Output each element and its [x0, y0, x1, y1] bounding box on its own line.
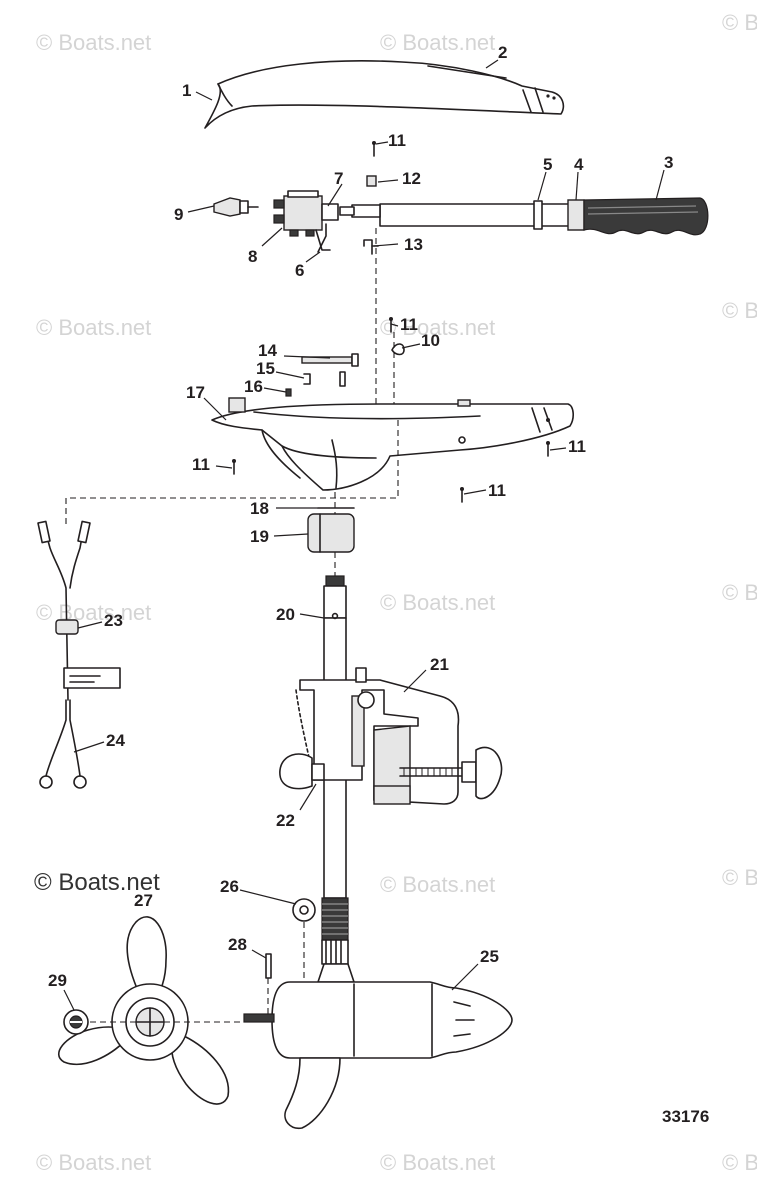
watermark: © Boats.net: [36, 30, 151, 55]
callout-21: 21: [430, 655, 449, 674]
callout-20: 20: [276, 605, 295, 624]
callout-23: 23: [104, 611, 123, 630]
callout-28: 28: [228, 935, 247, 954]
watermark: © Boats.net: [36, 315, 151, 340]
callout-11: 11: [488, 481, 506, 500]
tiller-handle: [339, 197, 709, 236]
callout-26: 26: [220, 877, 239, 896]
callout-17: 17: [186, 383, 205, 402]
callout-25: 25: [480, 947, 499, 966]
callout-labels: 1 2 3 4 5 6 7 8 9 10 11 11 11 11 11 13 1…: [48, 43, 709, 1126]
watermark: © Boats.net: [380, 590, 495, 615]
callout-11: 11: [192, 455, 210, 474]
callout-11: 11: [568, 437, 586, 456]
callout-11: 11: [400, 315, 418, 334]
watermark: © Boats.net: [36, 1150, 151, 1175]
callout-11: 11: [388, 131, 406, 150]
propeller: [57, 916, 230, 1105]
clamp-bracket: [295, 667, 460, 805]
watermark-layer: © Boats.net © Boats.net © Boats © Boats.…: [34, 10, 757, 1175]
watermark: © Boats: [722, 298, 757, 323]
watermark: © Boats.net: [36, 600, 151, 625]
callout-18: 18: [250, 499, 269, 518]
callout-14: 14: [258, 341, 277, 360]
top-cover: [204, 60, 565, 129]
drive-pin: [265, 953, 272, 979]
watermark: © Boats: [722, 1150, 757, 1175]
callout-8: 8: [248, 247, 257, 266]
callout-1: 1: [182, 81, 191, 100]
callout-3: 3: [664, 153, 673, 172]
callout-13-area: 13: [404, 235, 423, 254]
watermark: © Boats: [722, 580, 757, 605]
callout-19: 19: [250, 527, 269, 546]
lower-housing: [211, 397, 574, 491]
callout-22: 22: [276, 811, 295, 830]
wire-plug: [213, 197, 259, 217]
propeller-nut: [63, 1009, 89, 1035]
callout-2: 2: [498, 43, 507, 62]
clamp-screw: [399, 746, 503, 800]
watermark-prominent: © Boats.net: [34, 869, 160, 896]
watermark: © Boats.net: [380, 1150, 495, 1175]
figure-number: 33176: [662, 1107, 709, 1126]
prop-nut: [292, 898, 316, 922]
callout-24: 24: [106, 731, 125, 750]
callout-5: 5: [543, 155, 552, 174]
trolling-motor: [243, 963, 513, 1130]
watermark: © Boats.net: [380, 30, 495, 55]
callout-7: 7: [334, 169, 343, 188]
assembly-lines: [65, 228, 399, 1023]
callout-9: 9: [174, 205, 183, 224]
leader-lines: [63, 59, 665, 1011]
watermark: © Boats.net: [380, 872, 495, 897]
handle-hardware: [363, 141, 379, 255]
callout-15: 15: [256, 359, 275, 378]
battery-leads: [37, 520, 121, 789]
watermark: © Boats: [722, 865, 757, 890]
callout-16: 16: [244, 377, 263, 396]
callout-4: 4: [574, 155, 584, 174]
housing-screws: [232, 317, 550, 503]
speed-switch: [273, 190, 339, 253]
callout-27: 27: [134, 891, 153, 910]
callout-10: 10: [421, 331, 440, 350]
collar: [307, 507, 355, 553]
pivot-bolt: [285, 353, 359, 397]
callout-29: 29: [48, 971, 67, 990]
watermark: © Boats.net: [380, 315, 495, 340]
callout-6: 6: [295, 261, 304, 280]
tension-knob: [279, 753, 325, 790]
watermark: © Boats: [722, 10, 757, 35]
callout-12: 12: [402, 169, 421, 188]
